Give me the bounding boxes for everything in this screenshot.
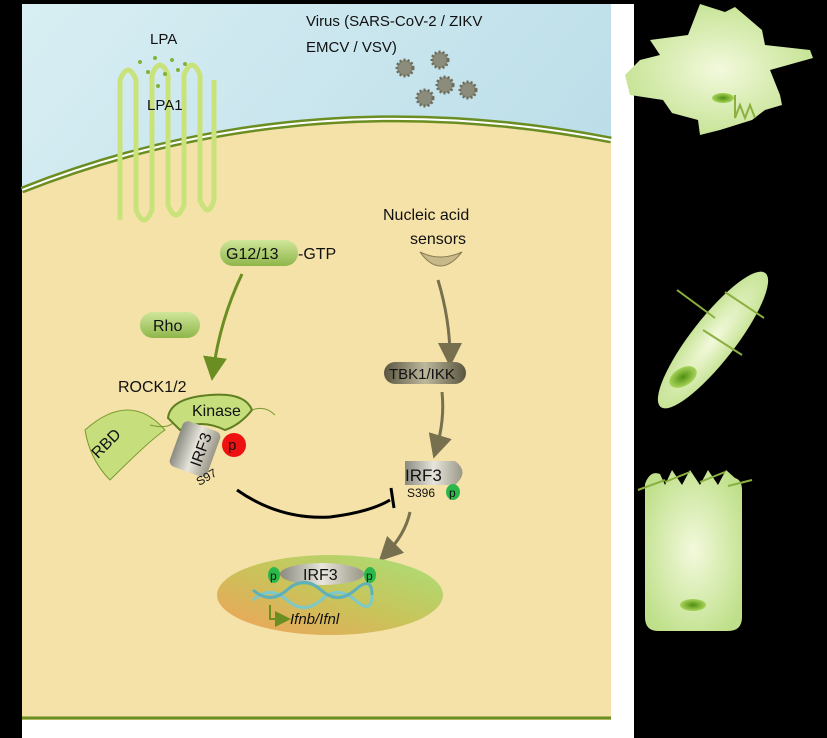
g12-13-label: G12/13 [226, 246, 279, 263]
dna-helix [252, 581, 374, 609]
lpa1-label: LPA1 [147, 97, 183, 114]
virus-particles [395, 50, 478, 108]
kinase-domain [166, 393, 254, 432]
phospho-left [268, 567, 280, 583]
elongated-cell [657, 271, 769, 409]
irf3-bound-rock [169, 421, 221, 477]
rho-label: Rho [153, 318, 182, 335]
cytoplasm [22, 118, 611, 720]
epithelial-cell [645, 470, 742, 631]
kinase-label: Kinase [192, 403, 241, 420]
irf3-active [405, 461, 463, 485]
lpa1-receptor [117, 62, 217, 223]
inhibition-bar [389, 487, 396, 509]
phospho-s97 [222, 433, 246, 457]
translocation-arrow [378, 511, 412, 562]
amoeboid-nucleus [712, 93, 734, 103]
irf3-active-label: IRF3 [405, 466, 442, 485]
rock-label: ROCK1/2 [118, 379, 187, 396]
g12-13-pill [220, 240, 298, 266]
phospho-s97-label: p [228, 437, 236, 454]
phospho-s396-label: p [449, 486, 456, 500]
activation-arrow-irf3 [428, 391, 452, 459]
activation-arrow-rock [203, 273, 244, 381]
amoeboid-cell [625, 4, 813, 135]
virus-label-1: Virus (SARS-CoV-2 / ZIKV [306, 13, 482, 30]
transcription-arrow [269, 605, 291, 627]
lpa-molecules [138, 56, 187, 88]
sensors-label-1: Nucleic acid [383, 207, 469, 224]
phospho-s396 [446, 484, 460, 500]
rbd-domain [84, 409, 166, 481]
irf3-nuclear-label: IRF3 [303, 567, 338, 584]
phospho-left-label: p [270, 569, 277, 583]
tbk1-pill [384, 362, 466, 384]
gtp-label: -GTP [298, 246, 336, 263]
rho-pill [140, 312, 200, 338]
phospho-right-label: p [366, 569, 373, 583]
epithelial-nucleus [680, 599, 706, 611]
s396-label: S396 [407, 486, 435, 500]
activation-arrow-tbk1 [436, 279, 462, 367]
epithelial-receptors [637, 471, 753, 491]
elongated-nucleus [669, 366, 697, 388]
lpa-label: LPA [150, 31, 177, 48]
irf3-nuclear [280, 563, 364, 585]
tbk1-label: TBK1/IKK [389, 366, 455, 383]
genes-label: Ifnb/Ifnl [290, 611, 340, 628]
sensor-receptor [419, 251, 463, 267]
phospho-right [364, 567, 376, 583]
inhibition-line [236, 488, 391, 519]
sensors-label-2: sensors [410, 231, 466, 248]
amoeboid-receptor [734, 95, 756, 121]
elongated-receptors [676, 289, 765, 356]
virus-label-2: EMCV / VSV) [306, 39, 397, 56]
